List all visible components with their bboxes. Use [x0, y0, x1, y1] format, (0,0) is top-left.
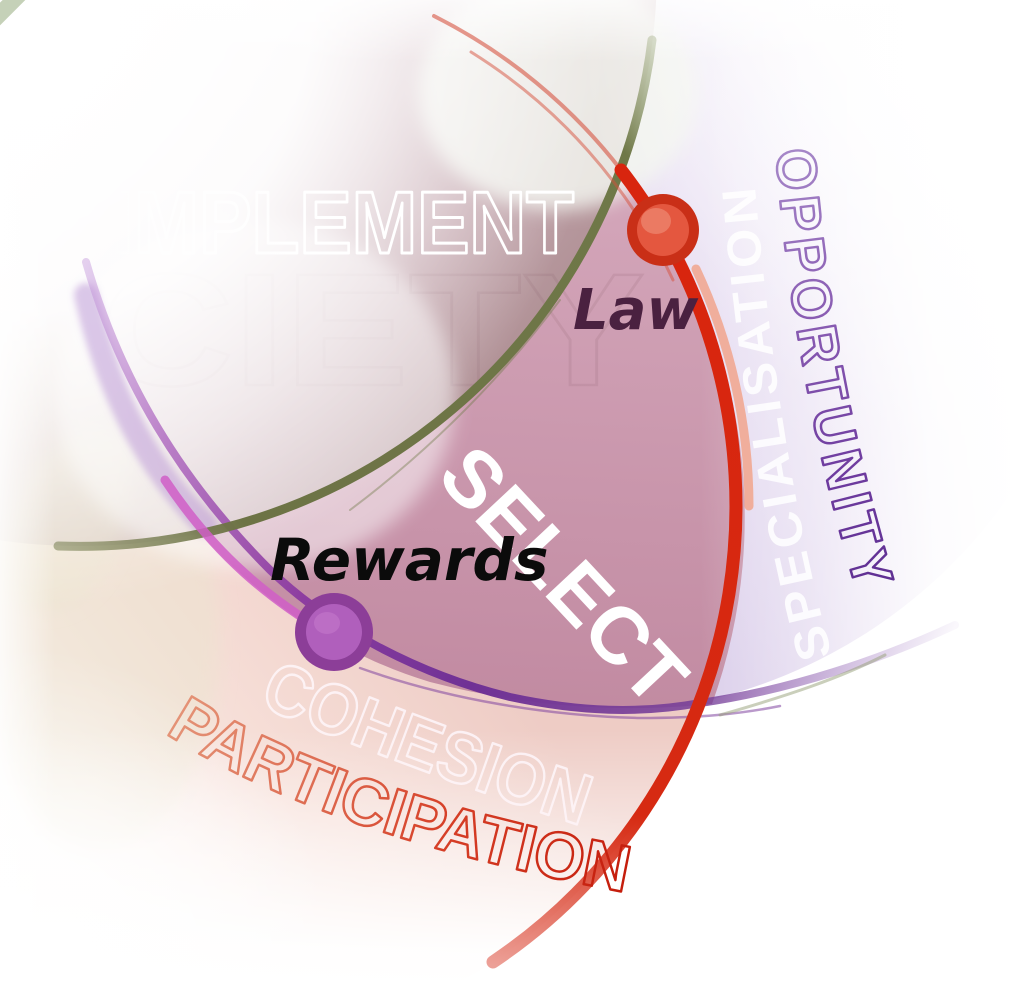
circle-edges	[0, 0, 959, 969]
law-marker-dot	[627, 194, 699, 266]
salmon-accent-stroke	[691, 264, 754, 511]
implement-circle-edge-thin	[349, 299, 561, 511]
corner-green-accent	[0, 0, 26, 26]
implement-label: IMPLEMENT	[112, 173, 574, 272]
law-label: Law	[573, 278, 698, 343]
rewards-label: Rewards	[270, 526, 548, 594]
rewards-marker-dot	[295, 593, 373, 671]
red-circle-edge-top	[432, 14, 623, 172]
purple-circle-edge-thin	[358, 666, 782, 720]
sage-underline	[718, 653, 887, 717]
purple-circle-edge	[82, 258, 959, 714]
red-circle-edge	[486, 163, 743, 969]
